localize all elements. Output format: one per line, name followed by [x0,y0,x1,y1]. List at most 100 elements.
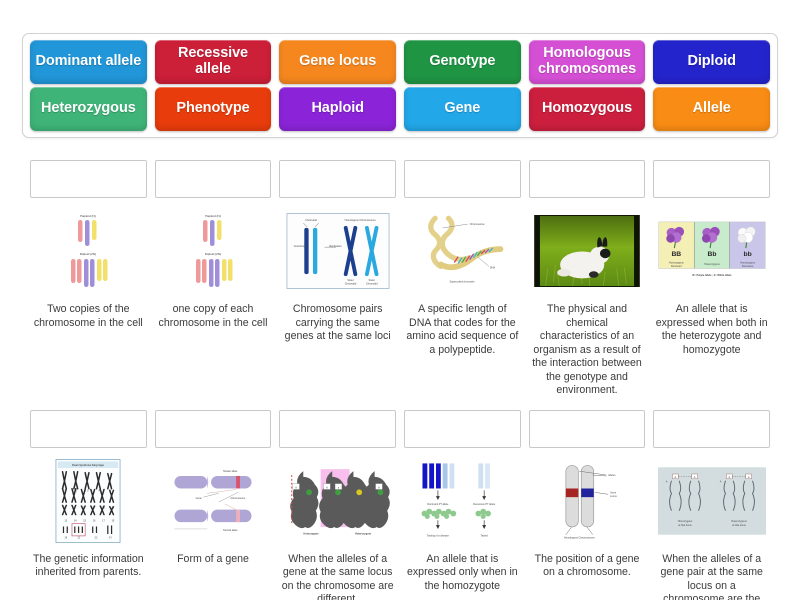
dropzone-recessive-allele[interactable] [404,409,521,448]
svg-text:A: A [326,486,328,489]
card-caption: When the alleles of a gene at the same l… [281,552,394,600]
svg-text:Bb: Bb [707,251,716,258]
card-gene: Chromosome DNA Supercoiled chromatin A s… [404,160,521,398]
card-phenotype: The physical and chemical characteristic… [528,160,646,398]
dropzone-allele[interactable] [154,409,272,448]
dropzone-gene[interactable] [404,160,521,198]
svg-text:Dominant PT allele: Dominant PT allele [428,503,450,506]
svg-text:A: A [295,486,297,489]
tile-heterozygous[interactable]: Heterozygous [30,87,147,131]
svg-text:Tasting of a disease: Tasting of a disease [427,534,450,537]
card-caption: An allele that is expressed only when in… [406,552,518,592]
dropzone-dominant-allele[interactable] [653,160,771,198]
svg-text:19: 19 [65,537,68,540]
svg-text:Down Syndrome Karyotype: Down Syndrome Karyotype [72,464,104,467]
tile-gene-locus[interactable]: Gene locus [279,40,397,84]
svg-text:Homologous Chromosomes: Homologous Chromosomes [344,219,376,222]
svg-text:7: 7 [74,506,76,509]
svg-text:6: 6 [65,506,67,509]
flower-punnett-genotypes-icon: BB Bb bb Homozygous Dominant Heterozygou… [653,203,770,299]
card-caption: Form of a gene [177,552,249,565]
dropzone-phenotype[interactable] [528,160,646,198]
card-caption: The position of a gene on a chromosome. [534,552,640,579]
svg-text:Homologous Chromosomes: Homologous Chromosomes [564,536,596,539]
card-caption: one copy of each chromosome in the cell [158,303,268,329]
card-diploid: Haploid (N) Diploid (2N) Two copies of t… [30,160,147,398]
card-allele: Mutant allele Ge [154,409,272,600]
card-genotype: Down Syndrome Karyotype [30,409,147,600]
svg-text:3: 3 [87,489,89,492]
svg-text:XY: XY [109,537,113,540]
card-caption: Two copies of the chromosome in the cell [33,303,143,329]
svg-text:A: A [728,476,730,479]
himalayan-rabbit-photo-icon [529,203,646,299]
svg-text:Sister: Sister [347,279,354,282]
dropzone-heterozygous[interactable] [279,409,397,448]
dropzone-genotype[interactable] [30,409,147,448]
tile-gene[interactable]: Gene [404,87,521,131]
dropzone-haploid[interactable] [154,160,272,198]
svg-text:Homozygote: Homozygote [303,533,319,536]
svg-text:at that locus: at that locus [732,524,746,527]
chromosome-replication-diagram-icon: Chromatid Homologous Chromosomes Centrom… [279,203,396,299]
dropzone-gene-locus[interactable] [528,409,646,448]
tile-row-2: Heterozygous Phenotype Haploid Gene Homo… [30,87,771,131]
svg-text:Heterozygous: Heterozygous [704,263,720,266]
tile-phenotype[interactable]: Phenotype [154,87,272,131]
tile-dominant-allele[interactable]: Dominant allele [30,40,147,84]
svg-text:5: 5 [110,489,112,492]
dropzone-homologous-chromosomes[interactable] [279,160,397,198]
card-dominant-allele: BB Bb bb Homozygous Dominant Heterozygou… [653,160,771,398]
svg-text:11: 11 [112,506,115,509]
svg-text:8: 8 [84,506,86,509]
tile-recessive-allele[interactable]: Recessive allele [154,40,272,84]
word-tile-bank: Dominant allele Recessive allele Gene lo… [22,33,778,138]
svg-text:at that locus: at that locus [678,524,692,527]
svg-text:Alleles: Alleles [608,474,616,477]
svg-text:10: 10 [102,506,105,509]
dropzone-homozygous[interactable] [653,409,771,448]
svg-text:BB: BB [671,251,681,258]
svg-text:22: 22 [95,537,98,540]
card-haploid: Haploid (N) Diploid (2N) one copy of eac… [154,160,272,398]
svg-text:Supercoiled chromatin: Supercoiled chromatin [450,281,475,284]
svg-text:Sister: Sister [368,279,375,282]
svg-text:Tasted: Tasted [481,534,489,537]
dropzone-diploid[interactable] [30,160,147,198]
tile-homologous-chromosomes[interactable]: Homologous chromosomes [528,40,646,84]
tile-haploid[interactable]: Haploid [279,87,397,131]
haploid-label: Haploid (N) [81,214,97,218]
tile-allele[interactable]: Allele [653,87,771,131]
svg-text:bb: bb [743,251,751,258]
card-gene-locus: Alleles Gene Locus Homologous Chromosome… [528,409,646,600]
card-caption: When the alleles of a gene pair at the s… [660,552,763,600]
dna-gene-coil-diagram-icon: Chromosome DNA Supercoiled chromatin [404,203,521,299]
diploid-label: Diploid (2N) [80,252,96,256]
tile-diploid[interactable]: Diploid [653,40,771,84]
ploidy-diagram-icon: Haploid (N) Diploid (2N) [155,203,272,299]
haploid-label: Haploid (N) [205,214,221,218]
card-caption: An allele that is expressed when both in… [655,303,768,356]
tile-row-1: Dominant allele Recessive allele Gene lo… [30,40,771,84]
svg-text:4: 4 [99,489,101,492]
svg-text:Chromatid: Chromatid [305,219,317,222]
card-caption: The genetic information inherited from p… [32,552,144,579]
svg-text:a: a [748,476,750,479]
svg-text:14: 14 [74,520,77,523]
svg-text:17: 17 [102,520,105,523]
card-caption: Chromosome pairs carrying the same genes… [284,303,391,343]
svg-text:9: 9 [93,506,95,509]
svg-text:A: A [693,476,695,479]
tile-homozygous[interactable]: Homozygous [528,87,646,131]
svg-text:A: A [674,476,676,479]
svg-text:Chromosome: Chromosome [470,223,486,226]
svg-text:DNA: DNA [490,266,496,269]
svg-text:A: A [378,486,380,489]
card-recessive-allele: Dominant PT allele Recessive PT allele [404,409,521,600]
ploidy-diagram-icon: Haploid (N) Diploid (2N) [30,203,147,299]
svg-text:Chromosome: Chromosome [230,497,246,500]
tile-genotype[interactable]: Genotype [404,40,521,84]
